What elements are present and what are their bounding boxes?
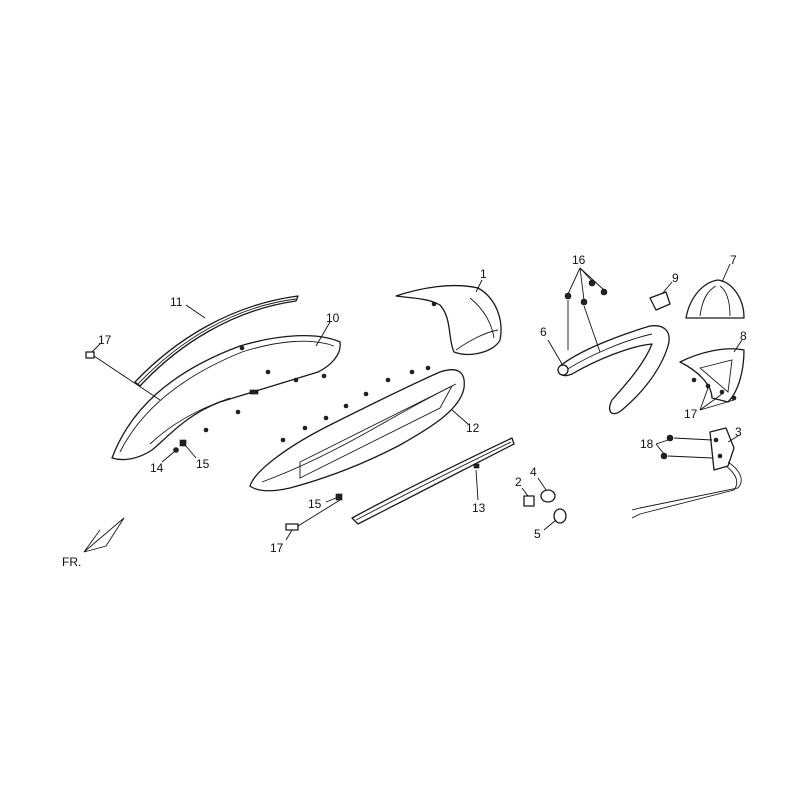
callout-7: 7 <box>730 253 737 267</box>
callout-9: 9 <box>672 271 679 285</box>
part-4-socket <box>537 477 556 503</box>
callout-16: 16 <box>572 253 586 267</box>
callout-17-bottom: 17 <box>270 541 284 555</box>
part-17-right-screws <box>691 377 737 411</box>
front-direction-label: FR. <box>62 555 81 569</box>
callout-3: 3 <box>735 425 742 439</box>
part-13-lower-trim <box>351 437 515 525</box>
part-5-bulb <box>543 508 567 531</box>
part-18-screws <box>655 434 713 460</box>
part-11-trim-strip <box>134 295 299 387</box>
part-16-rail-bolts <box>564 267 608 353</box>
callout-6: 6 <box>540 325 547 339</box>
part-6-grab-rail <box>547 325 670 415</box>
part-3-tail-light-assembly <box>631 427 742 519</box>
callout-1: 1 <box>480 267 487 281</box>
callout-11: 11 <box>170 295 183 309</box>
callout-17-left: 17 <box>98 333 112 347</box>
part-15-nut-center <box>325 493 343 503</box>
callout-2: 2 <box>515 475 522 489</box>
part-8-plate-bracket <box>679 339 745 403</box>
part-9-bracket <box>649 281 673 311</box>
callout-15-center: 15 <box>308 497 322 511</box>
callout-15-left: 15 <box>196 457 210 471</box>
part-10-left-side-cover <box>111 321 341 461</box>
callout-18: 18 <box>640 437 654 451</box>
callout-13: 13 <box>472 501 486 515</box>
callout-8: 8 <box>740 329 747 343</box>
part-12-right-side-cover <box>249 365 469 492</box>
front-direction-arrow <box>83 517 125 553</box>
part-7-tail-lens <box>685 263 745 319</box>
callout-12: 12 <box>466 421 480 435</box>
callout-17-right: 17 <box>684 407 698 421</box>
callout-5: 5 <box>534 527 541 541</box>
callout-14: 14 <box>150 461 164 475</box>
callout-10: 10 <box>326 311 340 325</box>
callout-4: 4 <box>530 465 537 479</box>
part-1-rear-center-cover <box>395 279 502 355</box>
part-14-clip <box>161 447 179 463</box>
part-17-screw-bottom <box>285 499 341 541</box>
part-2-clip <box>521 487 535 507</box>
part-15-nut-left <box>179 439 197 459</box>
part-17-screw-left <box>85 343 161 401</box>
